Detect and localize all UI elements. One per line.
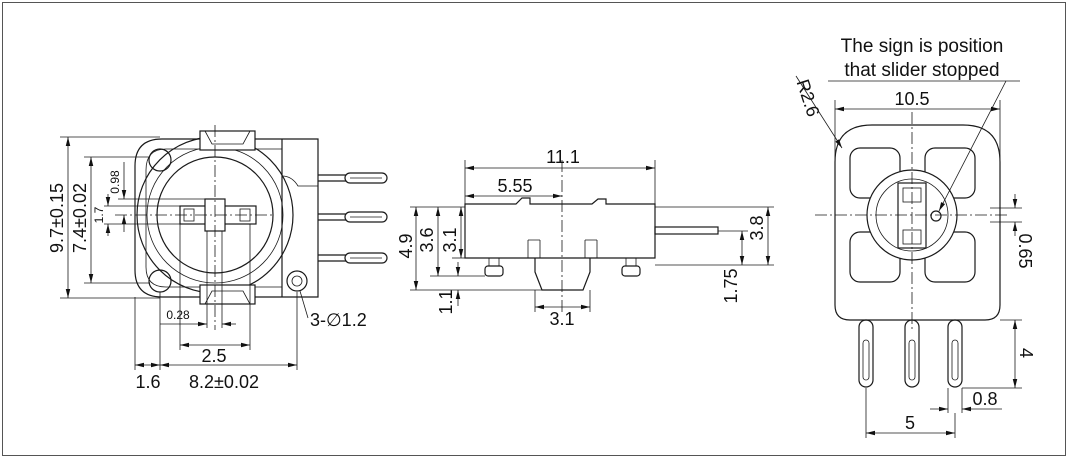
front-pin [904,319,920,388]
side-pin [654,226,719,235]
bottom-tab [199,284,256,305]
dim-3-6: 3.6 [417,227,437,252]
dim-1-6: 1.6 [135,372,160,392]
dim-overall-height: 9.7±0.15 [47,183,67,253]
frame-notch [281,175,318,187]
terminal-pin [318,172,388,184]
stop-position-marker [930,210,942,222]
body-outline [134,138,319,298]
top-tab [199,130,256,151]
top-tab-detail [204,130,251,145]
dim-half-length: 5.55 [497,176,532,196]
front-view-annotations: The sign is position that slider stopped… [793,36,1036,438]
dim-pin-pitch: 5 [905,413,915,433]
mount-hole-bottom-left [148,269,172,293]
note-line-1: The sign is position [841,36,1004,57]
front-pin [947,319,963,388]
dim-0-28: 0.28 [166,308,190,322]
dim-0-98: 0.98 [108,170,122,194]
terminal-pin [318,252,388,264]
dim-leg-width: 3.1 [549,309,574,329]
dim-1-7: 1.7 [92,206,106,223]
dim-offset: 0.65 [1015,233,1035,268]
dim-length: 11.1 [546,147,580,167]
hole-callout: 3-∅1.2 [310,310,367,330]
terminal-pin [318,211,388,223]
note-line-2: that slider stopped [844,60,999,81]
dim-body-height: 3.1 [440,227,460,252]
left-view-dimensions: 9.7±0.15 7.4±0.02 1.7 0.98 0.28 2.5 [47,136,367,392]
side-inner-detail [527,239,598,258]
dim-total-height: 4.9 [396,233,416,258]
bottom-tab-detail [204,290,251,305]
dim-front-width: 10.5 [894,89,929,109]
dim-leg-height: 1.1 [436,289,456,314]
body-inner-outline [145,148,283,288]
mount-hole-top-left [148,148,172,172]
front-pin [858,319,874,388]
dim-pin-width: 0.8 [972,389,997,409]
side-foot-stems [488,258,637,266]
mount-hole-inner [291,275,303,287]
dim-2-5: 2.5 [201,346,226,366]
dim-pin-height: 3.8 [747,215,767,240]
slider-bottom-detail [902,229,922,245]
side-leg [534,258,591,291]
side-foot-right [621,265,641,277]
side-foot-left [484,265,504,277]
dim-corner-radius: R2.6 [793,77,824,119]
front-view [815,112,1008,388]
dim-pin-length: 4 [1016,348,1036,358]
left-view [115,125,388,330]
side-view-dimensions: 11.1 5.55 4.9 3.6 3.1 1.1 3.1 3.8 1.75 [396,147,774,329]
mount-hole-bottom-right [286,270,308,292]
side-body [464,197,656,259]
dim-overall-width: 8.2±0.02 [189,372,259,392]
dim-pin-offset: 1.75 [721,268,741,303]
dim-inner-height: 7.4±0.02 [70,183,90,253]
